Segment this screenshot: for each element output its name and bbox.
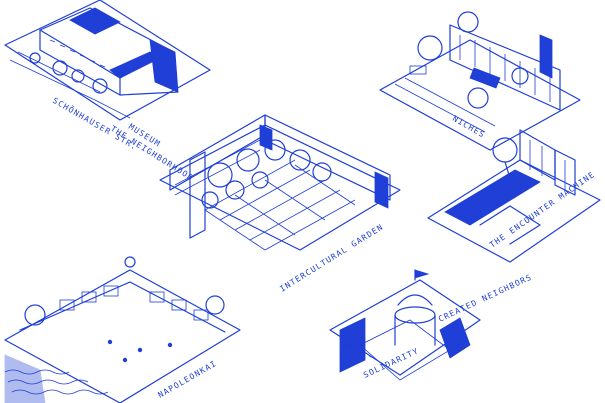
napoleonkai-title: NAPOLEONKAI [157,359,219,400]
anti-solidarity-vignette: CREATED NEIGHBORS ANTI - SOLIDARITY [329,269,534,381]
anti-title-right: CREATED NEIGHBORS [437,272,534,323]
niches-vignette: NICHES [379,11,581,151]
garden-title: INTERCULTURAL GARDEN [278,222,385,293]
encounter-machine-vignette: THE ENCOUNTER MACHINE [427,129,601,263]
museum-title: THE NEIGHBORHOOD [109,124,195,183]
napoleonkai-vignette: NAPOLEONKAI [4,256,241,403]
niches-title: NICHES [451,114,487,140]
intercultural-garden-vignette: INTERCULTURAL GARDEN [159,114,401,294]
neighborhood-museum-vignette: THE NEIGHBORHOOD MUSEUM SCHÖNHAUSER STR. [4,0,211,183]
